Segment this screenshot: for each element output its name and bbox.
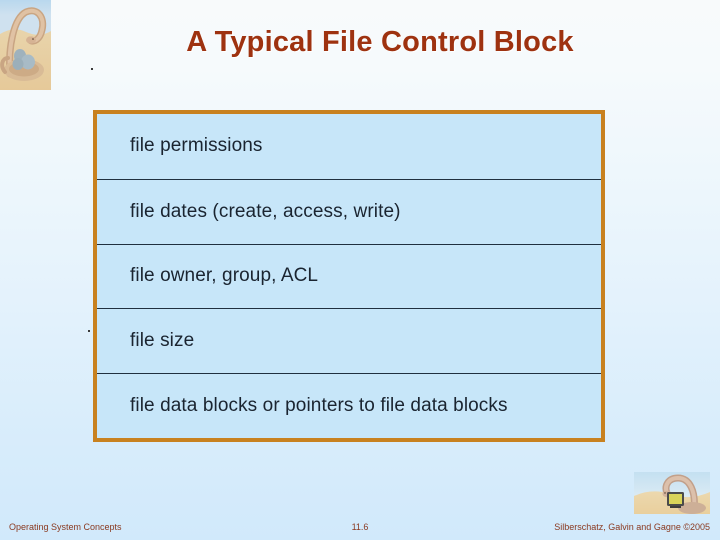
dinosaur-with-computer-illustration bbox=[634, 472, 710, 514]
table-row: file dates (create, access, write) bbox=[97, 178, 601, 244]
file-control-block-table: file permissions file dates (create, acc… bbox=[93, 110, 605, 442]
footer-right-text: Silberschatz, Galvin and Gagne ©2005 bbox=[554, 522, 710, 532]
fcb-field-label: file size bbox=[130, 330, 195, 352]
footer-left-text: Operating System Concepts bbox=[9, 522, 122, 532]
fcb-field-label: file dates (create, access, write) bbox=[130, 200, 401, 222]
fcb-field-label: file owner, group, ACL bbox=[130, 265, 319, 287]
table-row: file data blocks or pointers to file dat… bbox=[97, 373, 601, 438]
table-row: file owner, group, ACL bbox=[97, 243, 601, 309]
fcb-field-label: file permissions bbox=[130, 135, 263, 157]
page-title: A Typical File Control Block bbox=[186, 26, 574, 58]
bullet-dot bbox=[91, 68, 93, 70]
fcb-field-label: file data blocks or pointers to file dat… bbox=[130, 395, 508, 417]
table-row: file size bbox=[97, 308, 601, 374]
bullet-dot bbox=[88, 330, 90, 332]
dinosaur-nest-illustration bbox=[0, 0, 51, 90]
footer-page-number: 11.6 bbox=[351, 522, 369, 532]
table-row: file permissions bbox=[97, 114, 601, 179]
